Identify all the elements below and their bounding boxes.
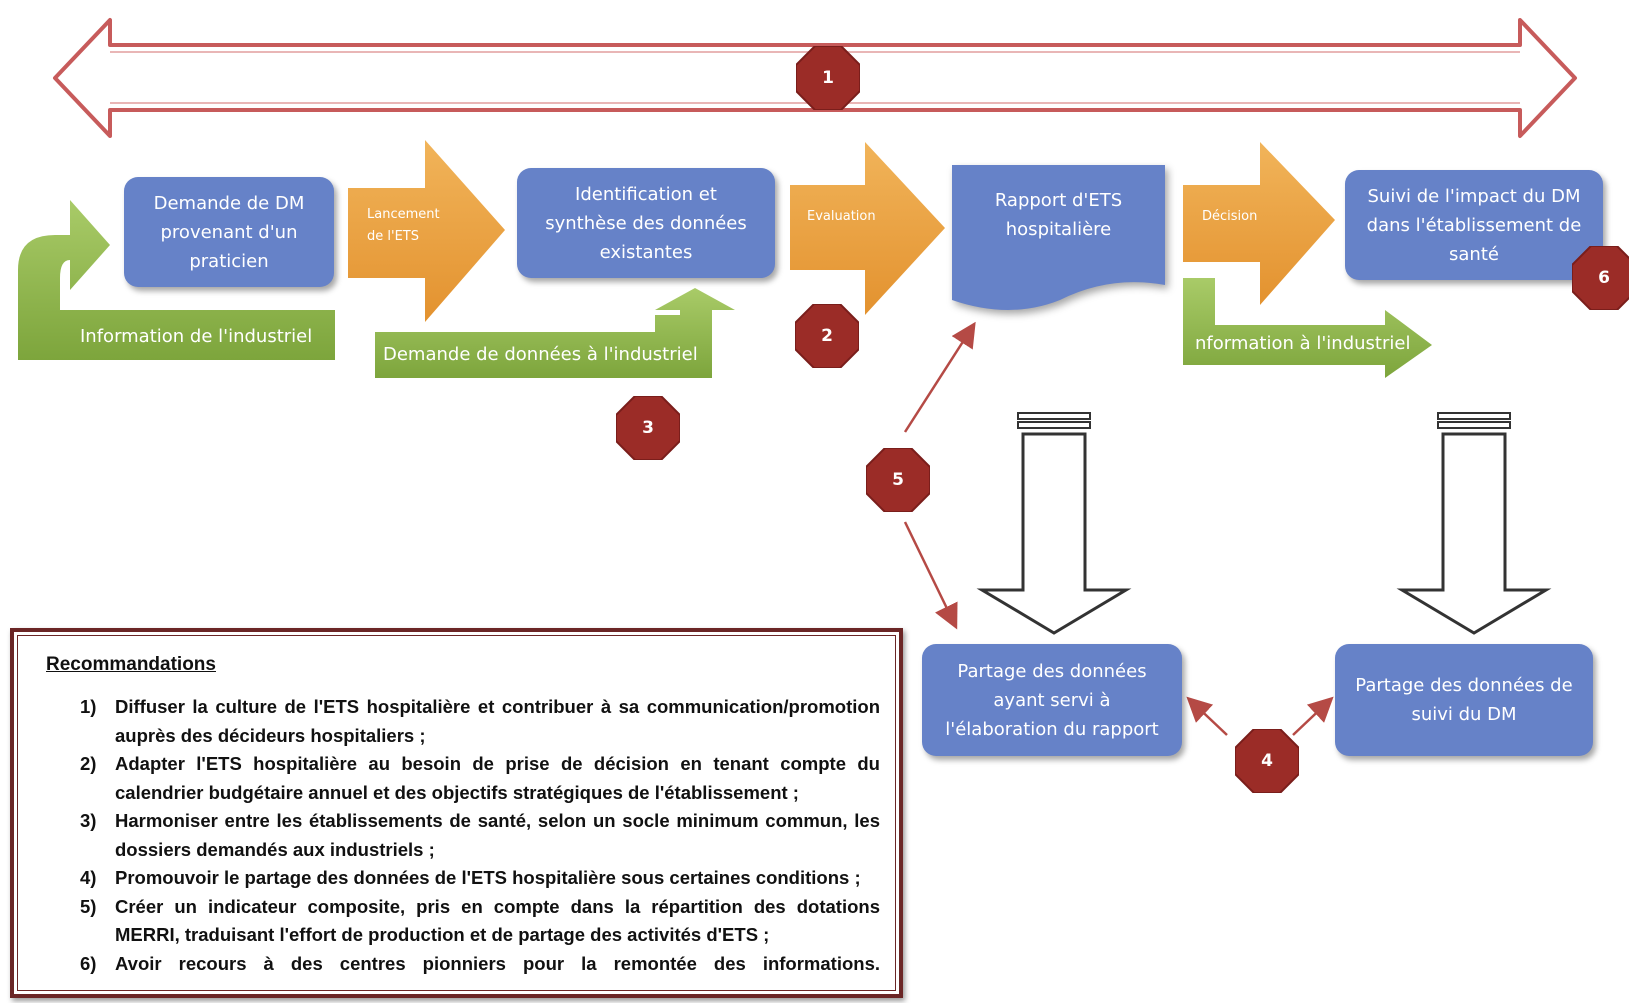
connector-5-to-partage: [903, 521, 958, 630]
recommendations-box: Recommandations 1) Diffuser la culture d…: [10, 628, 903, 998]
green-arrow-demande-donnees: [375, 288, 735, 378]
badge-1: 1: [795, 45, 861, 111]
recommendation-item: 1) Diffuser la culture de l'ETS hospital…: [80, 696, 880, 746]
label-demande-donnees: Demande de données à l'industriel: [383, 344, 698, 365]
box-rapport-label: Rapport d'ETS hospitalière: [994, 190, 1123, 240]
orange-arrow-evaluation: [790, 142, 945, 315]
label-evaluation: Evaluation: [807, 209, 876, 224]
badge-6: 6: [1571, 245, 1629, 311]
orange-arrow-lancement: [348, 140, 505, 322]
badge-3: 3: [615, 395, 681, 461]
label-decision: Décision: [1202, 209, 1258, 224]
orange-arrow-decision: [1183, 142, 1335, 305]
down-arrow-right-icon: [1396, 412, 1552, 635]
recommendation-item: 5) Créer un indicateur composite, pris e…: [80, 895, 880, 946]
recommendation-item: 4) Promouvoir le partage des données de …: [80, 867, 861, 888]
green-arrow-info-left: [18, 200, 335, 360]
badge-2: 2: [794, 303, 860, 369]
badge-5: 5: [865, 447, 931, 513]
recommendations-list: 1) Diffuser la culture de l'ETS hospital…: [80, 693, 880, 978]
box-identification: Identification et synthèse des données e…: [517, 168, 775, 278]
green-arrow-info-right: [1183, 278, 1432, 378]
label-info-industriel-right: nformation à l'industriel: [1195, 333, 1411, 354]
recommendation-item: 6) Avoir recours à des centres pionniers…: [80, 952, 880, 974]
box-suivi-impact: Suivi de l'impact du DM dans l'établisse…: [1345, 170, 1603, 280]
label-info-industriel-left: Information de l'industriel: [80, 326, 313, 347]
connector-4-to-partage-suivi: [1292, 696, 1334, 736]
label-lancement: Lancement de l'ETS: [367, 207, 440, 244]
box-partage-suivi: Partage des données de suivi du DM: [1335, 644, 1593, 756]
connector-5-to-rapport: [903, 321, 976, 433]
badge-4: 4: [1234, 728, 1300, 794]
recommendations-title: Recommandations: [46, 654, 216, 675]
recommendation-item: 3) Harmoniser entre les établissements d…: [80, 810, 880, 860]
connector-4-to-partage-rapport: [1186, 696, 1228, 736]
down-arrow-left-icon: [976, 412, 1132, 635]
box-demande-dm: Demande de DM provenant d'un praticien: [124, 177, 334, 287]
rapport-document-shape: [952, 165, 1165, 310]
box-partage-rapport: Partage des données ayant servi à l'élab…: [922, 644, 1182, 756]
recommendation-item: 2) Adapter l'ETS hospitalière au besoin …: [80, 753, 880, 803]
